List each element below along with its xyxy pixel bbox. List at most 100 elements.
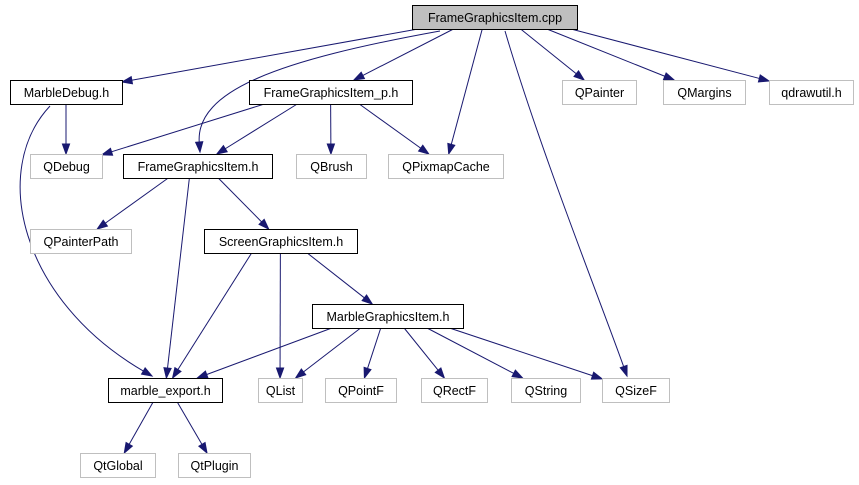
edge-arrowhead: [757, 74, 771, 83]
edge-marble_debug-to-qdebug: [61, 104, 71, 156]
edge-mgi_h-to-qlist: [294, 327, 361, 379]
node-label: FrameGraphicsItem_p.h: [264, 86, 399, 100]
node-fgi-h[interactable]: FrameGraphicsItem.h: [123, 154, 273, 179]
edge-root-to-fgi_p: [352, 28, 454, 81]
edge-arrowhead: [120, 75, 134, 85]
edge-line: [128, 401, 154, 446]
node-qtplugin: QtPlugin: [178, 453, 251, 478]
node-qsizef: QSizeF: [602, 378, 670, 403]
edge-root-to-qsizef: [504, 30, 628, 378]
node-qstring: QString: [511, 378, 581, 403]
edge-arrowhead: [123, 441, 134, 455]
node-qrectf: QRectF: [421, 378, 488, 403]
edge-arrowhead: [96, 219, 109, 230]
edge-line: [504, 30, 625, 368]
node-root[interactable]: FrameGraphicsItem.cpp: [412, 5, 578, 30]
node-box: [312, 304, 464, 329]
edge-arrowhead: [447, 142, 456, 156]
node-box: [325, 378, 397, 403]
edge-arrowhead: [590, 371, 604, 380]
node-qdrawutil: qdrawutil.h: [769, 80, 854, 105]
edge-line: [403, 327, 440, 372]
edge-root-to-qmargins: [546, 28, 676, 81]
edge-root-to-qdrawutil: [570, 28, 771, 83]
edge-sgi_h-to-marble_export: [171, 252, 253, 380]
edge-line: [110, 103, 265, 153]
node-qlist: QList: [258, 378, 303, 403]
node-label: FrameGraphicsItem.cpp: [428, 11, 562, 25]
node-box: [258, 378, 303, 403]
node-label: MarbleDebug.h: [24, 86, 110, 100]
node-box: [769, 80, 854, 105]
edge-mgi_h-to-qpointf: [363, 327, 382, 380]
edge-line: [302, 327, 361, 373]
edge-mgi_h-to-qstring: [426, 327, 524, 379]
node-label: QBrush: [310, 160, 352, 174]
edge-root-to-marble_debug: [120, 28, 419, 85]
node-label: QMargins: [677, 86, 731, 100]
edge-arrowhead: [662, 72, 676, 81]
edge-arrowhead: [417, 144, 431, 155]
node-qtglobal: QtGlobal: [80, 453, 156, 478]
edge-arrowhead: [215, 144, 229, 155]
edge-line: [361, 28, 454, 77]
edge-fgi_h-to-marble_export: [163, 177, 190, 380]
edge-arrowhead: [511, 369, 524, 379]
edge-line: [358, 103, 422, 150]
edge-marble_export-to-qtglobal: [123, 401, 154, 455]
node-qpainter: QPainter: [562, 80, 637, 105]
edge-line: [176, 401, 203, 446]
node-label: ScreenGraphicsItem.h: [219, 235, 343, 249]
edge-line: [104, 177, 169, 225]
node-box: [388, 154, 504, 179]
edge-line: [166, 177, 190, 370]
node-label: marble_export.h: [120, 384, 210, 398]
edge-arrowhead: [294, 368, 307, 379]
edge-line: [205, 327, 333, 376]
edge-arrowhead: [61, 143, 71, 156]
edge-mgi_h-to-qsizef: [449, 327, 604, 380]
node-box: [10, 80, 123, 105]
edge-arrowhead: [275, 367, 285, 380]
edge-line: [366, 327, 382, 370]
edge-arrowhead: [434, 367, 446, 380]
node-label: QDebug: [43, 160, 90, 174]
node-box: [562, 80, 637, 105]
edge-arrowhead: [363, 366, 372, 380]
edge-line: [570, 28, 761, 80]
node-box: [663, 80, 746, 105]
node-box: [296, 154, 367, 179]
node-label: QtGlobal: [93, 459, 142, 473]
edge-line: [306, 252, 366, 299]
edge-root-to-qpainter: [520, 28, 586, 81]
node-qpainterpath: QPainterPath: [30, 229, 132, 254]
edge-line: [217, 177, 263, 223]
edge-arrowhead: [171, 366, 182, 380]
node-sgi-h[interactable]: ScreenGraphicsItem.h: [204, 229, 358, 254]
node-label: MarbleGraphicsItem.h: [327, 310, 450, 324]
node-marble-debug[interactable]: MarbleDebug.h: [10, 80, 123, 105]
edge-sgi_h-to-mgi_h: [306, 252, 374, 305]
node-label: QSizeF: [615, 384, 657, 398]
edge-line: [450, 28, 483, 146]
node-fgi-p[interactable]: FrameGraphicsItem_p.h: [249, 80, 413, 105]
node-label: QtPlugin: [191, 459, 239, 473]
node-marble-export[interactable]: marble_export.h: [108, 378, 223, 403]
edge-arrowhead: [352, 71, 366, 81]
edge-fgi_p-to-qbrush: [326, 103, 336, 156]
edge-arrowhead: [619, 364, 628, 378]
edge-fgi_h-to-qpainterpath: [96, 177, 169, 230]
edge-root-to-qpixmapcache: [447, 28, 483, 156]
edge-fgi_h-to-sgi_h: [217, 177, 270, 231]
node-label: QPointF: [338, 384, 384, 398]
edge-line: [449, 327, 594, 377]
edge-arrowhead: [573, 70, 586, 81]
node-mgi-h[interactable]: MarbleGraphicsItem.h: [312, 304, 464, 329]
node-label: qdrawutil.h: [781, 86, 841, 100]
edge-marble_debug-to-marble_export: [19, 105, 154, 377]
edge-line: [520, 28, 578, 75]
edge-layer: [19, 28, 771, 455]
node-box: [421, 378, 488, 403]
